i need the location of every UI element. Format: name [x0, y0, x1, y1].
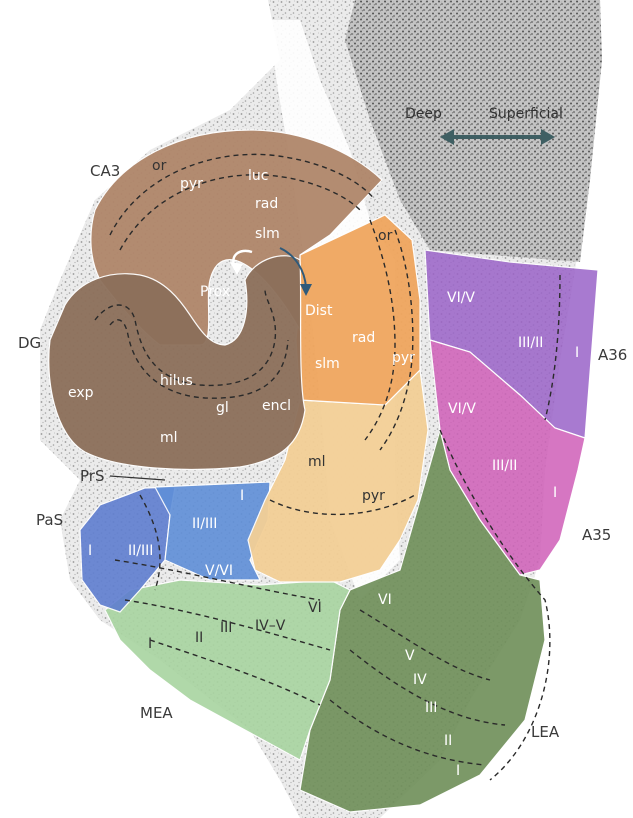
ca1-slm-label: slm	[315, 356, 340, 372]
lea-layer-IV-label: IV	[413, 672, 427, 688]
dg-label: DG	[18, 334, 41, 352]
gl-label: gl	[216, 400, 229, 416]
exp-label: exp	[68, 385, 94, 401]
ca3-rad-label: rad	[255, 196, 278, 212]
ca3-pyr-label: pyr	[180, 176, 203, 192]
dg-ml-label: ml	[160, 430, 178, 446]
lea-layer-II-label: II	[444, 733, 452, 749]
mea-layer-II-label: II	[195, 630, 203, 646]
a36-I-label: I	[575, 345, 579, 361]
lea-layer-III-label: III	[425, 700, 437, 716]
v-vi-label: V/VI	[205, 563, 233, 579]
sub-ml-label: ml	[308, 454, 326, 470]
lea-layer-I-label: I	[456, 763, 460, 779]
a36-label: A36	[598, 346, 627, 364]
a35-III-II-label: III/II	[492, 458, 517, 474]
ca3-label: CA3	[90, 162, 120, 180]
mea-label: MEA	[140, 704, 173, 722]
a36-VI-V-label: VI/V	[447, 290, 475, 306]
ca3-slm-label: slm	[255, 226, 280, 242]
superficial-label: Superficial	[489, 106, 563, 122]
deep-label: Deep	[405, 106, 442, 122]
lea-layer-VI-label: VI	[378, 592, 392, 608]
hilus-label: hilus	[160, 373, 193, 389]
mea-layer-IV-V-label: IV–V	[255, 618, 286, 634]
luc-label: luc	[248, 168, 268, 184]
lea-label: LEA	[531, 723, 560, 741]
ca1-pyr-label: pyr	[392, 350, 415, 366]
pas-layer-I-label: I	[88, 543, 92, 559]
mea-layer-VI-label: VI	[308, 600, 322, 616]
pas-layer-II-III-label: II/III	[128, 543, 153, 559]
mea-layer-I-label: I	[148, 636, 152, 652]
a35-label: A35	[582, 526, 611, 544]
ca1-rad-label: rad	[352, 330, 375, 346]
sub-pyr-label: pyr	[362, 488, 385, 504]
lea-layer-V-label: V	[405, 648, 415, 664]
mea-layer-III-label: III	[220, 620, 232, 636]
a36-III-II-label: III/II	[518, 335, 543, 351]
prs-layer-I-label: I	[240, 488, 244, 504]
prox-label: Prox	[200, 284, 230, 300]
ca1-or-label: or	[378, 228, 393, 244]
prs-layer-II-III-label: II/III	[192, 516, 217, 532]
dist-label: Dist	[305, 303, 333, 319]
pas-label: PaS	[36, 511, 63, 529]
prs-label: PrS	[80, 467, 104, 485]
encl-label: encl	[262, 398, 291, 414]
ca3-or-label: or	[152, 158, 167, 174]
a35-VI-V-label: VI/V	[448, 401, 476, 417]
a35-I-label: I	[553, 485, 557, 501]
